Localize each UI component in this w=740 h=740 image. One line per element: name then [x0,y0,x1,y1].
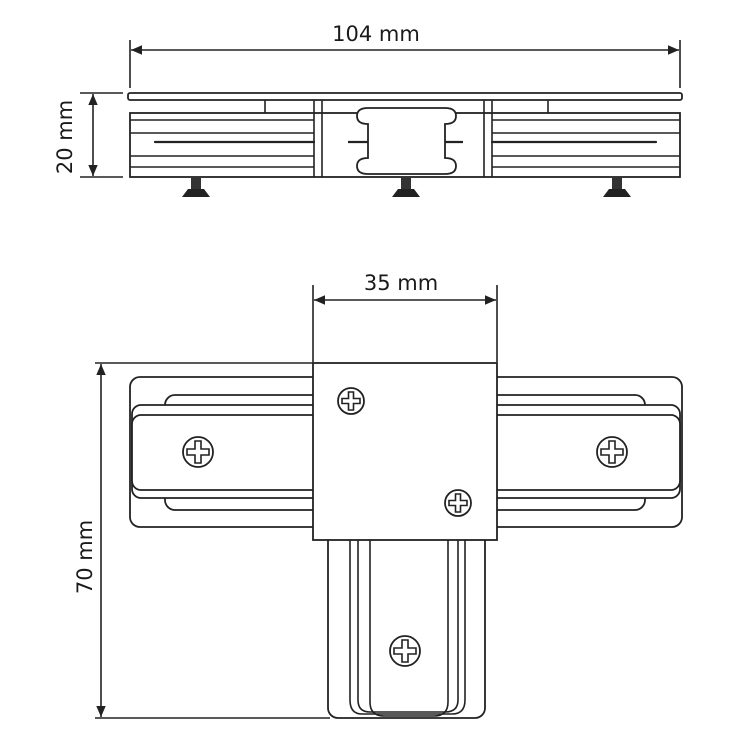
height-label: 20 mm [53,100,77,174]
screw-icon [182,436,214,468]
mounting-foot-right [603,177,631,197]
connector-width-dimension: 35 mm [312,271,498,362]
vertical-leg [327,519,486,719]
height-dimension: 20 mm [53,92,123,178]
center-connector [356,107,457,175]
depth-dimension: 70 mm [73,362,330,719]
connector-width-label: 35 mm [364,271,438,295]
top-view [129,362,683,719]
screw-icon [596,436,628,468]
side-view [127,92,683,197]
depth-label: 70 mm [73,520,97,594]
connector-plate [312,362,498,541]
screw-icon [389,635,421,667]
screw-icon [337,387,365,415]
width-label: 104 mm [332,22,420,46]
width-dimension: 104 mm [129,22,681,88]
mounting-foot-center [392,177,420,197]
mounting-foot-left [182,177,210,197]
screw-icon [444,489,472,517]
